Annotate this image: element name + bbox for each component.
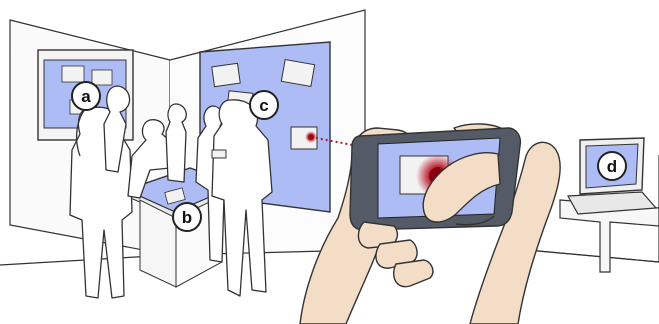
callout-c: c [250, 91, 278, 119]
callout-a-label: a [81, 87, 91, 106]
callout-b: b [173, 203, 201, 231]
callout-d: d [598, 152, 626, 180]
callout-a: a [72, 82, 100, 110]
callout-c-label: c [259, 96, 268, 115]
callout-b-label: b [182, 208, 192, 227]
callout-d-label: d [607, 157, 617, 176]
